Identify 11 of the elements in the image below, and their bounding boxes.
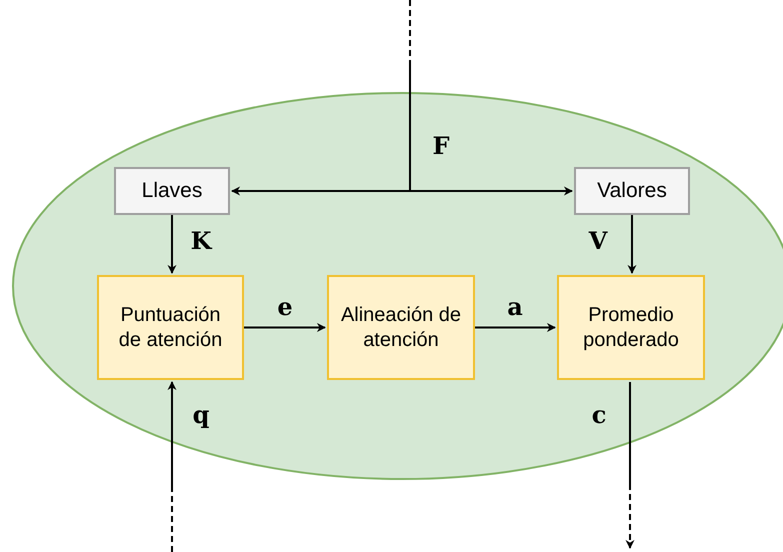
arrow — [168, 381, 176, 552]
process-box: Puntuación de atención — [97, 275, 244, 380]
arrow — [626, 382, 634, 549]
process-box: Llaves — [114, 167, 230, 215]
arrow — [244, 323, 326, 332]
arrow — [628, 215, 636, 274]
process-box: Promedio ponderado — [557, 275, 705, 380]
arrow — [168, 215, 176, 274]
process-box: Alineación de atención — [327, 275, 475, 380]
arrow — [475, 323, 556, 332]
process-box: Valores — [574, 167, 690, 215]
